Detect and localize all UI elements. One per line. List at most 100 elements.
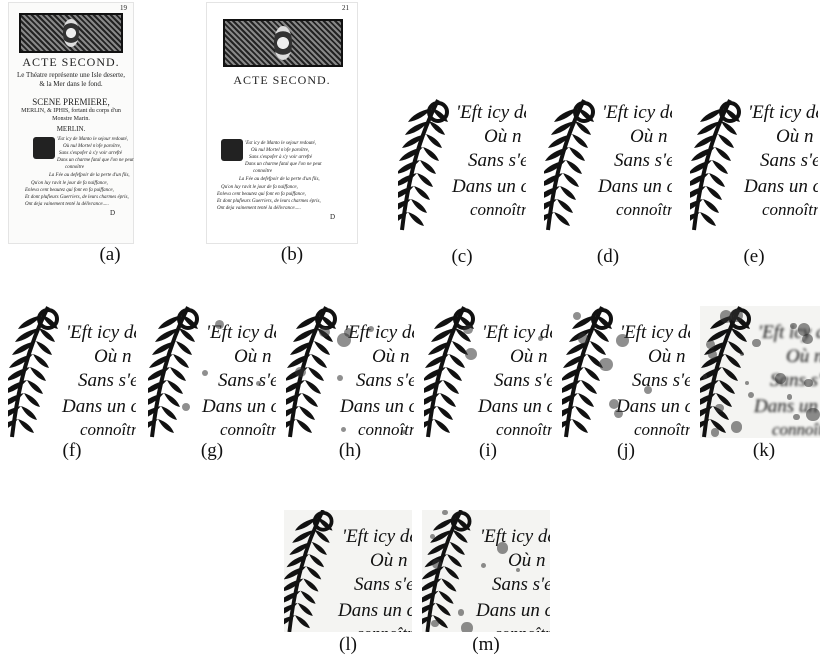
noise-blot	[804, 378, 813, 388]
crop-line-l3: Sans s'e	[614, 150, 672, 171]
act-title: ACTE SECOND.	[233, 73, 331, 87]
crop-line-l5: connoîtr	[616, 200, 672, 219]
caption-e: (e)	[743, 246, 765, 267]
noise-blot	[430, 533, 436, 539]
caption-l: (l)	[339, 634, 357, 655]
crop-line-l5: connoîtr	[634, 420, 690, 438]
crop-line-l2: Où n	[234, 346, 272, 367]
caption-a: (a)	[99, 244, 121, 265]
noise-blot	[256, 380, 262, 386]
caption-g: (g)	[200, 440, 224, 461]
signature-mark: D	[109, 209, 115, 217]
crop-line-l3: Sans s'e	[218, 370, 276, 391]
caption-f: (f)	[62, 440, 82, 461]
verse-6: La Fée au defefpoir de la perte d'un fil…	[49, 173, 130, 178]
crop-line-l2: Où n	[786, 346, 820, 367]
noise-blot	[719, 310, 732, 323]
crop-line-l2: Où n	[484, 126, 522, 147]
noise-blot	[294, 366, 306, 378]
theatre-line-1: Le Théatre représente une Isle deserte,	[17, 71, 125, 79]
crop-line-l1: 'Eft icy de	[482, 322, 552, 343]
fern-ornament	[424, 306, 475, 438]
crop-line-l1: 'Eft icy de	[620, 322, 690, 343]
crop-line-l3: Sans s'e	[468, 150, 526, 171]
caption-c: (c)	[451, 246, 473, 267]
noise-blot	[538, 336, 543, 342]
crop-line-l4: Dans un cl	[340, 396, 414, 417]
crop-line-l3: Sans s'e	[492, 574, 550, 595]
fern-ornament	[284, 510, 334, 632]
noise-blot	[401, 429, 407, 435]
verse-8: Enleva cent beautez qui font en fa puiff…	[217, 192, 306, 197]
crop-line-l3: Sans s'e	[494, 370, 552, 391]
verse-2: Où nul Mortel n'ofe paroître,	[251, 148, 310, 153]
fern-ornament	[422, 510, 472, 632]
crop-line-l1: 'Eft icy de	[342, 526, 412, 547]
caption-b: (b)	[280, 244, 304, 265]
crop-line-l5: connoîtr	[496, 420, 552, 438]
verse-3: Sans s'expofer à s'y voir arrefté	[59, 151, 122, 156]
noise-blot	[432, 559, 443, 570]
noise-blot	[747, 392, 755, 399]
noise-blot	[318, 326, 330, 338]
noise-blot	[343, 327, 354, 338]
caption-j: (j)	[617, 440, 635, 461]
noise-blot	[201, 369, 209, 377]
caption-m: (m)	[472, 634, 500, 655]
noise-blot	[797, 323, 810, 336]
drop-cap	[221, 139, 243, 161]
verse-9: Et dont plufieurs Guerriers, de leurs ch…	[217, 199, 321, 204]
crop-line-l3: Sans s'e	[632, 370, 690, 391]
noise-blot	[805, 407, 820, 422]
noise-blot	[786, 394, 793, 400]
verse-10: Ont deja vainement tenté la délivrance..…	[217, 206, 301, 211]
crop-line-l4: Dans un cl	[744, 176, 818, 197]
verse-1: 'Est icy de Manto le sejour redouté,	[57, 137, 129, 142]
crop-line-l2: Où n	[630, 126, 668, 147]
crop-line-l3: Sans s'e	[78, 370, 136, 391]
noise-blot	[706, 340, 716, 350]
noise-blot	[616, 334, 630, 347]
crop-line-l2: Où n	[776, 126, 814, 147]
crop-line-l4: Dans un cl	[62, 396, 136, 417]
fern-ornament	[286, 306, 337, 438]
signature-mark: D	[329, 213, 335, 221]
ornament-banner	[223, 19, 343, 67]
panel-a-page: 19 ACTE SECOND. Le Théatre représente un…	[8, 2, 134, 244]
noise-blot	[643, 386, 652, 395]
verse-1: 'Est icy de Manto le sejour redouté,	[245, 141, 317, 146]
crop-line-l4: Dans un cl	[476, 600, 550, 621]
noise-blot	[496, 542, 508, 554]
crop-line-l5: connoîtr	[80, 420, 136, 438]
noise-blot	[609, 398, 620, 409]
crop-line-l4: Dans un cl	[478, 396, 552, 417]
noise-blot	[714, 403, 724, 413]
crop-line-l2: Où n	[94, 346, 132, 367]
verse-2: Où nul Mortel n'ofe paroître,	[63, 144, 122, 149]
drop-cap	[33, 137, 55, 159]
noise-blot	[599, 357, 613, 372]
noise-blot	[431, 619, 439, 628]
noise-blot	[572, 311, 582, 321]
noise-blot	[740, 351, 745, 356]
noise-blot	[702, 374, 708, 380]
fern-ornament	[562, 306, 613, 438]
crop-line-l5: connoîtr	[762, 200, 818, 219]
noise-blot	[744, 380, 749, 385]
ornament-banner	[19, 13, 123, 53]
fern-ornament	[148, 306, 199, 438]
noise-blot	[442, 510, 448, 516]
crop-line-l2: Où n	[370, 550, 408, 571]
verse-4: Dans un charme fatal que l'on ne peut	[245, 162, 322, 167]
noise-blot	[730, 308, 744, 322]
crop-line-l1: 'Eft icy de	[206, 322, 276, 343]
crop-line-l1: 'Eft icy de	[344, 322, 414, 343]
noise-blot	[340, 427, 346, 433]
crop-line-l2: Où n	[372, 346, 410, 367]
crop-line-l5: connoîtr	[494, 624, 550, 632]
crop-line-l5: connoîtr	[220, 420, 276, 438]
